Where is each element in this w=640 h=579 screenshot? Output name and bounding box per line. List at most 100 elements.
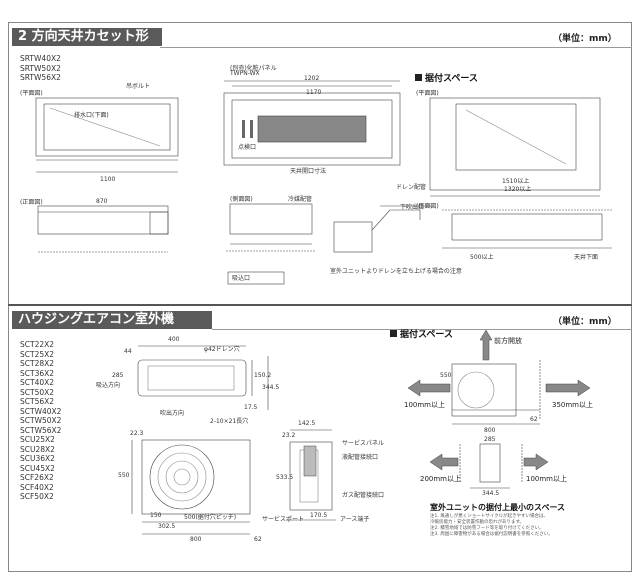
min-space-title: 室外ユニットの据付上最小のスペース: [430, 503, 566, 512]
dim-150-label: 150: [150, 512, 162, 519]
section1-rule: [160, 47, 632, 48]
unit-344-5-label: 344.5: [482, 490, 500, 497]
fan-grille: [149, 444, 215, 510]
dim-533-5-label: 533.5: [276, 474, 294, 481]
suspension-bolt-label: 吊ボルト: [126, 83, 151, 90]
model-item: SCT28X2: [20, 359, 55, 368]
drain-detail-unit: [333, 221, 373, 253]
side-unit-outline: [229, 203, 313, 235]
gas-valve-label: ガス配管接続口: [342, 492, 385, 499]
drain-pipe-label: ドレン配管: [396, 184, 427, 191]
space-side-100-label: 100mm以上: [526, 475, 567, 483]
drain-outlet-label: 排水口(下面): [74, 112, 109, 119]
notes-block: 注1. 風通しが悪くショートサイクルが起きやすい場合は、 冷暖房能力・安全装置作…: [430, 514, 553, 538]
opening-size-label: 天井開口寸法: [290, 168, 327, 175]
dim-44-label: 44: [124, 348, 132, 355]
plan-view-label: (平面図): [20, 90, 43, 97]
model-item: SCTW40X2: [20, 406, 62, 416]
outlet-dir-label: 吹出方向: [160, 410, 185, 417]
arrow-top: [479, 329, 493, 361]
dim-344-5-label: 344.5: [262, 384, 280, 391]
suction-label: 吸込口: [232, 275, 251, 282]
dim-170-5-label: 170.5: [310, 512, 328, 519]
section2-unit: （単位：mm）: [553, 317, 617, 327]
outer-frame: [8, 22, 632, 572]
note-line: 注1. 風通しが悪くショートサイクルが起きやすい場合は、: [430, 514, 548, 519]
section2-model-list: SCT22X2 SCT25X2 SCT28X2 SCT36X2 SCT40X2 …: [20, 340, 61, 502]
model-item: SCT56X2: [20, 397, 55, 406]
model-item: SCTW50X2: [20, 416, 62, 425]
dim-23-2-label: 23.2: [282, 432, 296, 439]
section1-title: 2 方向天井カセット形: [12, 28, 162, 46]
install-side-box: [479, 443, 501, 483]
model-item: SCU36X2: [20, 454, 55, 463]
model-item: SCF50X2: [20, 492, 54, 501]
outdoor-side-outline: [289, 441, 333, 511]
plan-unit-outline: [35, 97, 179, 157]
install-front-unit: [451, 213, 603, 241]
anchor-label: 2-10×21長穴: [210, 418, 249, 425]
dim-285-label: 285: [112, 372, 124, 379]
service-panel-label: サービスパネル: [342, 440, 385, 447]
unit-800-label: 800: [484, 427, 496, 434]
dim-22-3-label: 22.3: [130, 430, 144, 437]
liquid-valve-label: 液配管接続口: [342, 454, 379, 461]
dim-1202-label: 1202: [304, 75, 320, 82]
unit-62-label: 62: [530, 416, 538, 423]
note-install-label: 室外ユニットよりドレンを立ち上げる場合の注意: [330, 268, 462, 275]
dim-150-2-label: 150.2: [254, 372, 272, 379]
space-right-label: 350mm以上: [552, 401, 593, 409]
model-item: SCTW56X2: [20, 425, 62, 435]
unit-550-label: 550: [440, 372, 452, 379]
model-item: SRTW40X2: [20, 54, 61, 63]
outdoor-front-outline: [141, 439, 251, 515]
space-side-200-label: 200mm以上: [420, 475, 461, 483]
dim-400-label: 400: [168, 336, 180, 343]
install-front-label: (正面図): [416, 203, 439, 210]
section2-title: ハウジングエアコン室外機: [12, 311, 212, 329]
arrow-left-front: [407, 379, 451, 397]
note-line: 注3. 周囲に障害物がある場合は据付説明書を参照ください。: [430, 532, 553, 537]
dim-500-label: 500以上: [470, 254, 494, 261]
model-item: SCT25X2: [20, 349, 55, 359]
dim-1510-label: 1510以上: [502, 178, 530, 185]
section1-model-list: SRTW40X2 SRTW50X2 SRTW56X2: [20, 54, 61, 83]
model-item: SRTW50X2: [20, 63, 61, 73]
space-front-label: 100mm以上: [404, 401, 445, 409]
dim-800-label: 800: [190, 536, 202, 543]
drain-hole-label: φ42ドレン穴: [204, 346, 240, 353]
side-note-label: 下吹出口: [400, 204, 425, 211]
front-view-label: (正面図): [20, 199, 43, 206]
section1-unit: （単位：mm）: [553, 34, 617, 44]
install-unit-box: [451, 363, 517, 417]
model-item: SCF40X2: [20, 482, 54, 492]
dim-500-pitch-label: 500(据付穴ピッチ): [184, 514, 237, 521]
ceiling-label: 天井下面: [574, 254, 599, 261]
model-item: SCT40X2: [20, 378, 55, 387]
model-item: SCU25X2: [20, 435, 55, 444]
side-view-label: (側面図): [230, 196, 253, 203]
dim-870-label: 870: [96, 198, 108, 205]
service-port-label: サービスポート: [262, 516, 305, 523]
model-item: SRTW56X2: [20, 73, 61, 82]
plan-unit-inner: [43, 103, 171, 151]
dim-550-label: 550: [118, 472, 130, 479]
install-space-outline: [429, 97, 601, 191]
dim-302-5-label: 302.5: [158, 523, 176, 530]
space-top-label: 前方開放: [494, 337, 522, 345]
note-line: 冷暖房能力・安全装置作動の恐れがあります。: [430, 520, 525, 525]
separate-panel-label: (別売)化粧パネル: [230, 65, 277, 72]
panel-model-label: TWPN-WX: [230, 70, 260, 77]
section1-install-title: 据付スペース: [415, 71, 478, 84]
ground-label: アース端子: [340, 516, 370, 523]
arrow-side-right: [523, 453, 549, 471]
model-item: SCU45X2: [20, 463, 55, 473]
install-plan-label: (平面図): [416, 90, 439, 97]
model-item: SCT22X2: [20, 340, 55, 349]
model-item: SCT36X2: [20, 368, 55, 378]
section-divider: [8, 304, 632, 306]
dim-17-5-label: 17.5: [244, 404, 258, 411]
